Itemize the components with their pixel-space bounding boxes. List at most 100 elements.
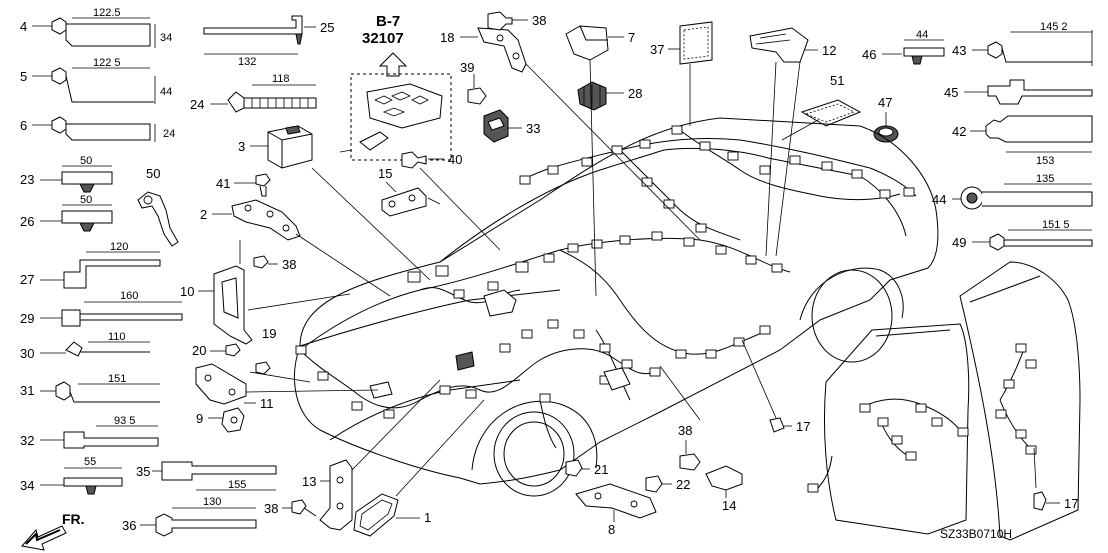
part-number-23: 23 [20,172,34,187]
bolt-38-right [679,453,701,471]
part-number-19: 19 [262,326,276,341]
part-number-5: 5 [20,69,27,84]
part-number-38-left: 38 [282,257,296,272]
section-reference: B-7 32107 [339,13,452,161]
part-number-51: 51 [830,73,844,88]
lower-center-parts: 17 17 38 14 21 22 8 [565,417,1078,537]
dim-34: 55 [84,456,96,468]
part-number-27: 27 [20,272,34,287]
bolt-38-lower [291,499,317,517]
dim-43: 145 2 [1040,21,1068,33]
dim-6-height: 24 [163,128,175,140]
vehicle-body [294,117,1081,541]
dim-42: 153 [1036,155,1054,167]
part-number-46: 46 [862,47,876,62]
cover-12 [749,27,809,63]
clips-35-36: 35 155 36 130 [122,461,277,537]
bolt-38-left [253,255,269,269]
part-number-14: 14 [722,498,736,513]
pad-51 [800,99,862,127]
part-number-8: 8 [608,522,615,537]
dim-32: 93 5 [114,415,135,427]
bracket-10 [213,265,253,345]
part-number-7: 7 [628,30,635,45]
part-number-43: 43 [952,43,966,58]
dashed-reference-box [350,73,452,161]
part-number-31: 31 [20,383,34,398]
bolt-39 [467,87,487,105]
clip-36 [155,513,257,537]
cable-tie-24 [227,91,317,113]
clip-17-middle [769,417,785,433]
part-number-13: 13 [302,474,316,489]
part-number-44: 44 [932,192,946,207]
pad-37 [679,21,713,65]
part-number-4: 4 [20,19,27,34]
rear-door-outline [823,323,970,535]
dim-24: 118 [272,73,290,85]
part-number-10: 10 [180,284,194,299]
part-number-45: 45 [944,85,958,100]
front-door-outline [959,261,1081,541]
clip-31 [55,381,160,403]
diagram-code: SZ33B0710H [940,527,1012,541]
clip-45 [987,79,1093,105]
clip-49 [989,233,1093,251]
nut-21 [565,459,583,477]
part-number-35: 35 [136,464,150,479]
harness-clip-6 [51,116,151,141]
part-number-42: 42 [952,124,966,139]
bracket-15 [381,187,427,217]
dim-49: 151 5 [1042,219,1070,231]
part-number-21: 21 [594,462,608,477]
dim-27: 120 [110,241,128,253]
wire-harness-routing [295,125,1037,493]
part-number-26: 26 [20,214,34,229]
dim-26: 50 [80,194,92,206]
dim-29: 160 [120,290,138,302]
clip-25 [203,15,303,35]
clip-43 [987,41,1092,63]
part-number-18: 18 [440,30,454,45]
dim-35: 155 [228,479,246,491]
part-number-2: 2 [200,207,207,222]
clip-27 [63,259,161,289]
part-number-34: 34 [20,478,34,493]
part-number-17-right: 17 [1064,496,1078,511]
center-left-parts: 25 132 24 118 3 41 2 50 38 [137,15,431,537]
part-number-28: 28 [628,86,642,101]
bracket-14 [705,465,743,491]
part-number-39: 39 [460,60,474,75]
dim-30: 110 [108,331,126,343]
section-ref-code: 32107 [362,30,404,47]
connector-7 [565,25,609,61]
bolt-38-top [487,11,513,31]
bracket-8 [575,483,657,519]
up-arrow-icon [378,52,408,77]
band-clip-23 [61,171,113,185]
part-number-33: 33 [526,121,540,136]
leader-lines [245,59,1037,497]
dim-23: 50 [80,155,92,167]
dim-44: 135 [1036,173,1054,185]
part-number-37: 37 [650,42,664,57]
bolt-41 [255,173,271,197]
band-clip-34 [63,477,123,487]
bracket-13 [319,459,353,531]
band-clip-46 [903,47,945,57]
part-number-30: 30 [20,346,34,361]
bracket-11 [195,363,247,405]
nut-22 [645,475,663,493]
bolt-40 [401,151,427,169]
clip-30 [65,341,150,357]
clip-32 [63,431,159,449]
relay-box-detail [366,83,443,129]
left-clips: 4 122.5 34 5 122 5 44 6 24 23 50 26 5 [20,7,183,495]
clip-42 [985,115,1093,143]
harness-clip-5 [51,67,154,103]
harness-clip-4 [51,17,151,47]
part-number-38-lower: 38 [264,501,278,516]
part-number-50: 50 [146,166,160,181]
part-number-24: 24 [190,97,204,112]
part-number-9: 9 [196,411,203,426]
